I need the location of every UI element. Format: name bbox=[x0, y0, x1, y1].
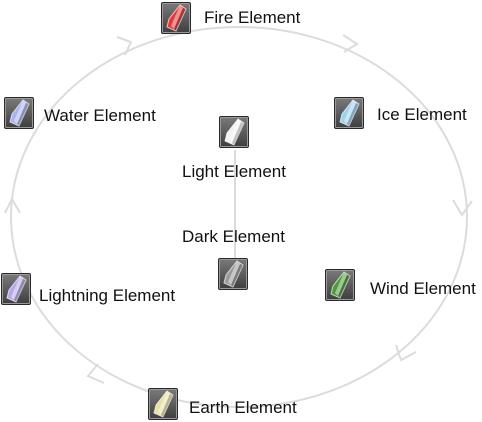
earth-crystal-shape bbox=[153, 390, 174, 418]
water-element-label: Water Element bbox=[44, 106, 156, 125]
water-crystal-shape bbox=[9, 99, 30, 127]
fire-crystal-icon bbox=[161, 2, 191, 34]
arrow-water-to-fire bbox=[116, 36, 133, 56]
arrow-ice-to-wind bbox=[452, 199, 473, 217]
lightning-crystal-icon bbox=[1, 273, 31, 305]
ice-crystal-shape bbox=[339, 99, 360, 127]
light-element-label: Light Element bbox=[182, 162, 286, 181]
wind-crystal-shape bbox=[330, 271, 351, 299]
wind-element-label: Wind Element bbox=[370, 279, 476, 298]
dark-element-label: Dark Element bbox=[182, 227, 285, 246]
arrow-wind-to-earth bbox=[395, 344, 417, 362]
wind-crystal-icon bbox=[325, 269, 355, 301]
fire-crystal-shape bbox=[166, 4, 187, 32]
dark-crystal-shape bbox=[223, 260, 244, 288]
arrow-fire-to-ice bbox=[342, 34, 359, 53]
cycle-ring bbox=[10, 26, 468, 408]
lightning-crystal-shape bbox=[6, 275, 27, 303]
light-crystal-icon bbox=[219, 116, 249, 148]
dark-crystal-icon bbox=[218, 258, 248, 290]
light-crystal-shape bbox=[224, 118, 245, 146]
water-crystal-icon bbox=[4, 97, 34, 129]
fire-element-label: Fire Element bbox=[204, 8, 301, 27]
arrow-earth-to-lightning bbox=[86, 363, 105, 384]
earth-crystal-icon bbox=[148, 388, 178, 420]
earth-element-label: Earth Element bbox=[189, 398, 297, 417]
arrow-lightning-to-water bbox=[4, 196, 21, 214]
ice-crystal-icon bbox=[334, 97, 364, 129]
lightning-element-label: Lightning Element bbox=[39, 286, 176, 305]
ice-element-label: Ice Element bbox=[377, 105, 467, 124]
